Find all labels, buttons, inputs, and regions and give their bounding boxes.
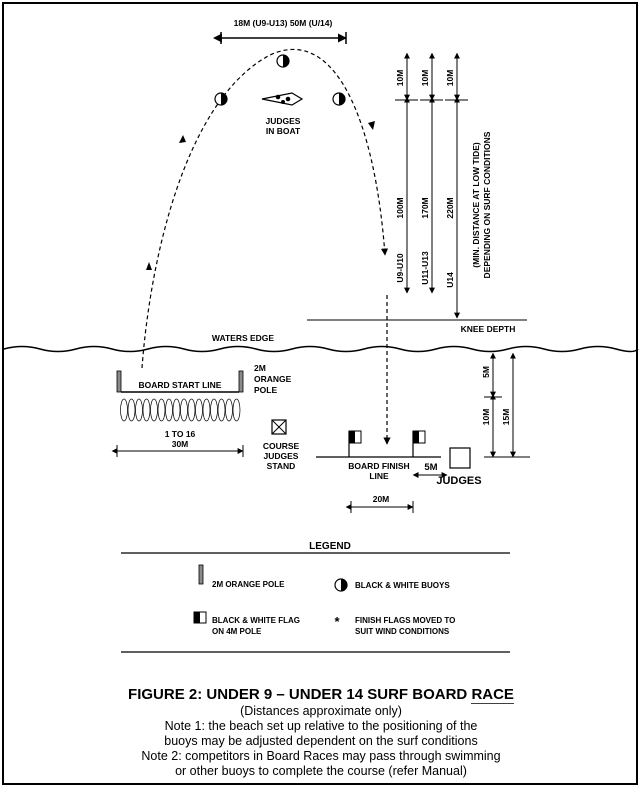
- path-arrow-3: [368, 121, 375, 130]
- course-judges-stand-1: COURSE: [263, 441, 300, 451]
- board-finish-line-label-2: LINE: [369, 471, 389, 481]
- figure-title: FIGURE 2: UNDER 9 – UNDER 14 SURF BOARD …: [2, 685, 640, 704]
- course-judges-stand-3: STAND: [267, 461, 296, 471]
- legend-buoys: BLACK & WHITE BUOYS: [355, 581, 450, 590]
- caption-note2-a: Note 2: competitors in Board Races may p…: [141, 749, 501, 763]
- caption-subtitle: (Distances approximate only): [240, 704, 402, 718]
- start-width-dimension: [111, 445, 244, 457]
- competitor-boards: [120, 398, 241, 422]
- waters-edge-label: WATERS EDGE: [212, 333, 275, 343]
- waters-edge-wave: [3, 345, 639, 353]
- judges-in-boat-line1: JUDGES: [266, 116, 301, 126]
- course-judges-stand-2: JUDGES: [264, 451, 299, 461]
- figure-title-race: RACE: [471, 686, 514, 704]
- buoy-top: [276, 54, 290, 68]
- dist-220m: 220M: [445, 197, 455, 218]
- label-u11-u13: U11-U13: [420, 251, 430, 285]
- caption-note2-b: or other buoys to complete the course (r…: [175, 764, 467, 778]
- legend-flag-1: BLACK & WHITE FLAG: [212, 616, 300, 625]
- board-start-line: [116, 370, 244, 393]
- beach-10m: 10M: [481, 409, 491, 426]
- label-u14: U14: [445, 272, 455, 288]
- judges-box-icon: [449, 447, 471, 469]
- legend-orange-pole: 2M ORANGE POLE: [212, 580, 285, 589]
- judges-5m-label: 5M: [424, 462, 437, 473]
- beach-5m: 5M: [481, 366, 491, 378]
- dist-10m-b: 10M: [420, 70, 430, 87]
- beach-15m: 15M: [501, 409, 511, 426]
- competitors-count-label: 1 TO 16: [165, 429, 196, 439]
- legend-title: LEGEND: [309, 541, 351, 552]
- dist-100m: 100M: [395, 197, 405, 218]
- dist-170m: 170M: [420, 197, 430, 218]
- finish-width-dimension: [345, 501, 414, 513]
- min-distance-line2: DEPENDING ON SURF CONDITIONS: [482, 131, 492, 278]
- judges-label: JUDGES: [436, 475, 481, 487]
- dist-10m-c: 10M: [445, 70, 455, 87]
- buoy-right: [332, 92, 346, 106]
- board-finish-line-label-1: BOARD FINISH: [348, 461, 409, 471]
- label-u9-u10: U9-U10: [395, 253, 405, 283]
- legend-asterisk-icon: *: [334, 614, 340, 629]
- board-start-line-label: BOARD START LINE: [139, 380, 222, 390]
- figure-caption: FIGURE 2: UNDER 9 – UNDER 14 SURF BOARD …: [2, 685, 640, 779]
- caption-note1-b: buoys may be adjusted dependent on the s…: [164, 734, 478, 748]
- finish-flag-right: [412, 430, 426, 457]
- legend-finish-flags-2: SUIT WIND CONDITIONS: [355, 627, 450, 636]
- legend-flag-2: ON 4M POLE: [212, 627, 262, 636]
- caption-note1-a: Note 1: the beach set up relative to the…: [164, 719, 478, 733]
- course-path: [141, 48, 389, 369]
- beach-dimensions: [484, 352, 530, 458]
- figure-title-main: FIGURE 2: UNDER 9 – UNDER 14 SURF BOARD: [128, 686, 472, 703]
- buoy-left: [214, 92, 228, 106]
- judges-in-boat-line2: IN BOAT: [266, 126, 301, 136]
- finish-flag-left: [348, 430, 362, 457]
- legend-orange-pole-icon: [198, 564, 204, 585]
- dist-10m-a: 10M: [395, 70, 405, 87]
- start-width-label: 30M: [172, 439, 189, 449]
- legend-flag-icon: [193, 611, 207, 624]
- orange-pole-label-1: 2M: [254, 363, 266, 373]
- orange-pole-label-3: POLE: [254, 385, 277, 395]
- path-arrow-2: [179, 135, 186, 143]
- knee-depth-label: KNEE DEPTH: [461, 324, 516, 334]
- legend-buoy-icon: [334, 578, 348, 592]
- path-arrow-1: [146, 262, 152, 270]
- legend-finish-flags-1: FINISH FLAGS MOVED TO: [355, 616, 455, 625]
- top-span-label: 18M (U9-U13) 50M (U/14): [234, 18, 333, 28]
- min-distance-line1: (MIN. DISTANCE AT LOW TIDE): [471, 142, 481, 268]
- judges-boat-icon: [261, 92, 304, 106]
- top-span-dimension: [212, 32, 347, 44]
- distance-lines: [395, 52, 468, 319]
- orange-pole-label-2: ORANGE: [254, 374, 292, 384]
- start-pole-left: [116, 370, 122, 393]
- finish-width-label: 20M: [373, 494, 390, 504]
- start-pole-right: [238, 370, 244, 393]
- course-judges-stand-icon: [271, 419, 287, 435]
